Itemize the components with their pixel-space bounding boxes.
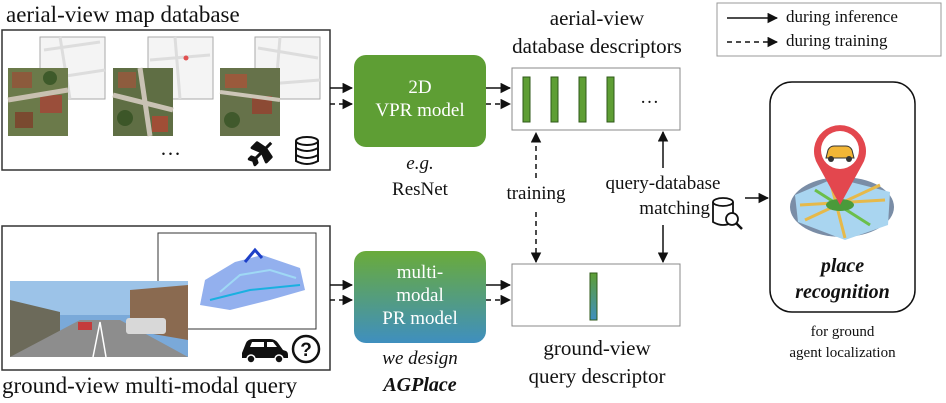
db-descriptors-title: aerial-view database descriptors: [492, 4, 702, 60]
aerial-tile-pair-2: [112, 36, 214, 137]
pr-model-label: multi- modal PR model: [354, 261, 486, 330]
pr-model-box: [354, 251, 486, 343]
point-cloud: [200, 247, 305, 310]
db-descriptors-title1: aerial-view: [549, 6, 645, 30]
vpr-example-prefix: e.g.: [406, 153, 434, 174]
legend: [716, 2, 942, 57]
car-icon: [242, 339, 288, 364]
result-sub-line1: for ground: [810, 324, 875, 340]
db-descriptor-bar-4: [606, 76, 615, 123]
aerial-db-ellipsis: …: [160, 136, 181, 160]
db-descriptor-bar-2: [550, 76, 559, 123]
aerial-tile-pair-1: [7, 36, 106, 136]
legend-training-label: during training: [786, 31, 888, 50]
database-icon: [295, 136, 319, 165]
pr-model-line3: PR model: [382, 308, 458, 329]
query-descriptor-title: ground-view query descriptor: [492, 334, 702, 390]
svg-text:?: ?: [300, 340, 312, 361]
aerial-db-title: aerial-view map database: [6, 2, 240, 27]
query-descriptor-title2: query descriptor: [528, 364, 666, 388]
vpr-model-line1: 2D: [408, 77, 432, 98]
result-sub-line2: agent localization: [789, 345, 896, 361]
vpr-example: ResNet: [392, 179, 448, 200]
vpr-model-label: 2D VPR model: [354, 76, 486, 122]
matching-label-line2: matching: [639, 198, 710, 219]
map-pin-car-icon: [790, 125, 894, 240]
vpr-model-line2: VPR model: [375, 100, 465, 121]
street-image: [10, 281, 188, 358]
vpr-model-box: [354, 55, 486, 147]
pr-model-line2: modal: [396, 285, 444, 306]
training-label: training: [506, 183, 566, 204]
query-descriptor-box: [511, 263, 681, 327]
aerial-tile-pair-3: [219, 36, 321, 136]
result-line1: place: [820, 255, 865, 277]
pr-model-line1: multi-: [396, 262, 444, 283]
matching-label-line1: query-database: [605, 173, 721, 194]
pr-note-line2: AGPlace: [383, 374, 457, 396]
arrows-to-descriptors: [486, 82, 512, 306]
arrows-to-models: [330, 82, 354, 306]
db-descriptors-box: [511, 67, 681, 131]
ground-query-panel: ?: [1, 225, 331, 371]
ground-query-title: ground-view multi-modal query: [2, 373, 298, 398]
aerial-database-panel: [1, 29, 331, 171]
result-box: [769, 81, 916, 313]
legend-inference-label: during inference: [786, 7, 898, 26]
db-descriptor-bar-3: [578, 76, 587, 123]
db-descriptor-bar-1: [522, 76, 531, 123]
database-search-icon: [712, 197, 743, 230]
airplane-icon: [247, 141, 273, 167]
question-mark-icon: ?: [291, 334, 321, 364]
db-descriptors-ellipsis: …: [640, 87, 659, 108]
result-line2: recognition: [795, 281, 890, 303]
matching-arrows: [657, 130, 770, 264]
pr-note-line1: we design: [382, 348, 458, 369]
db-descriptors-title2: database descriptors: [512, 34, 682, 58]
query-descriptor-title1: ground-view: [543, 336, 651, 360]
query-descriptor-bar: [589, 272, 598, 321]
